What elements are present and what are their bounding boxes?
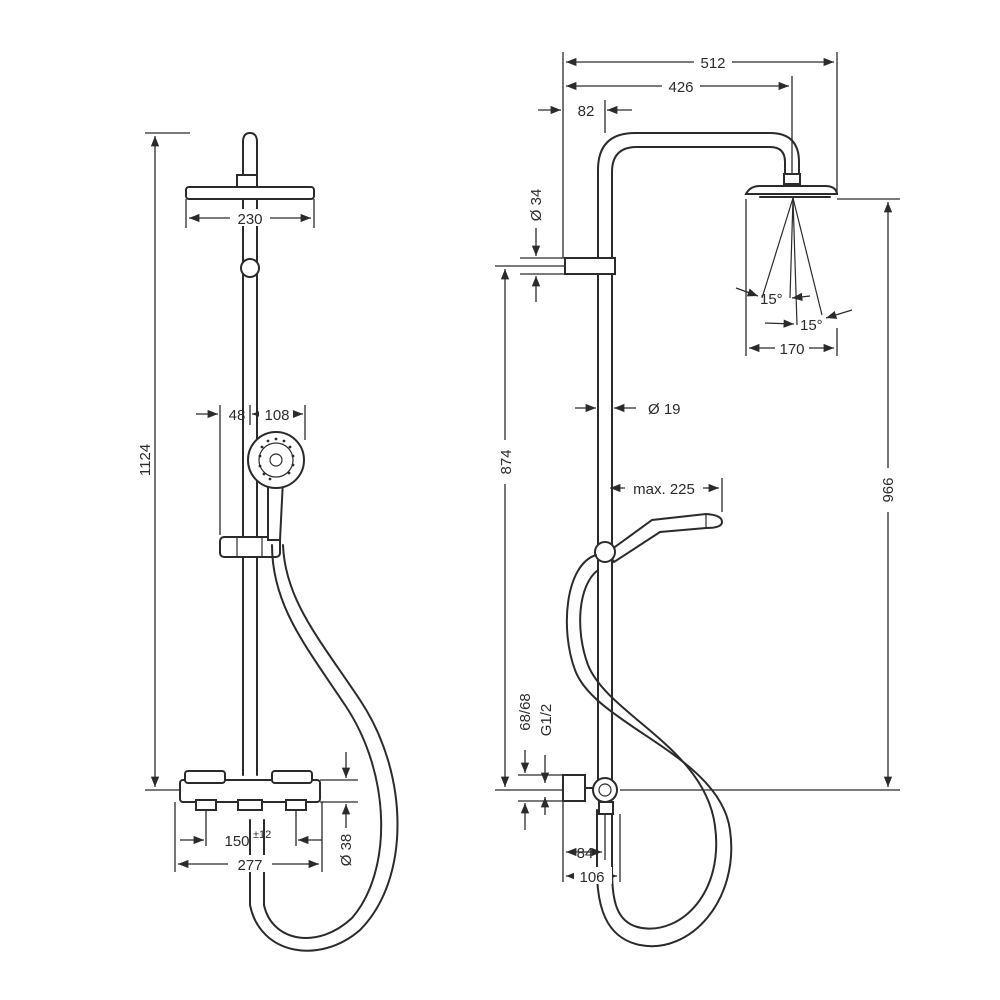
dim-label-48: 48	[229, 407, 246, 424]
dim-label-874: 874	[498, 449, 515, 474]
dim-label-1124: 1124	[137, 444, 154, 476]
diverter-joint	[592, 777, 618, 803]
wall-connection	[562, 774, 586, 802]
shower-arm-outer	[597, 132, 800, 259]
head-swivel	[783, 173, 801, 185]
dim-label-230: 230	[237, 211, 262, 228]
rail-joint	[240, 258, 260, 278]
spray-nozzles	[258, 437, 295, 481]
dim-label-996: 996	[879, 477, 896, 502]
thermostat-knob-right	[271, 770, 313, 784]
dim-label-170: 170	[779, 341, 804, 358]
dim-label-277: 277	[237, 857, 262, 874]
overhead-shower-side	[744, 185, 839, 195]
overhead-shower-front	[185, 186, 315, 200]
hand-shower-holder	[219, 536, 281, 558]
dim-label-108: 108	[264, 407, 289, 424]
hose-front-inner	[263, 544, 383, 939]
dim-label-512: 512	[700, 55, 725, 72]
dim-label-19: Ø 19	[648, 401, 681, 418]
side-view: 512 426 82 Ø 34 874 996 Ø 19	[495, 52, 900, 948]
hand-shower-handle	[267, 479, 285, 541]
wall-connector-right	[285, 799, 307, 811]
hose-side-inner	[579, 569, 718, 930]
dim-label-15b: 15°	[800, 317, 823, 334]
hose-front-outer	[249, 544, 399, 952]
dim-label-225: max. 225	[633, 481, 695, 498]
wall-bracket	[564, 257, 616, 275]
slider-joint	[594, 541, 616, 563]
dim-label-38: Ø 38	[338, 834, 355, 867]
thermostat-knob-left	[184, 770, 226, 784]
dim-label-106: 106	[579, 869, 604, 886]
front-view: 1124 230 48 108 150 ±12 277 Ø 38	[137, 132, 399, 952]
dim-label-34: Ø 34	[528, 189, 545, 222]
hose-side-outer	[565, 554, 733, 948]
dim-label-150: 150	[224, 833, 249, 850]
dim-label-tolerance: ±12	[253, 829, 271, 841]
dim-label-g12: G1/2	[538, 704, 555, 737]
shower-arm-inner	[611, 146, 786, 259]
hand-shower-side	[606, 512, 724, 564]
dim-label-84: 84	[577, 845, 594, 862]
dim-label-82: 82	[578, 103, 595, 120]
dim-label-68: 68/68	[517, 693, 534, 731]
wall-connector-left	[195, 799, 217, 811]
hose-connector-side	[598, 801, 614, 815]
dim-label-426: 426	[668, 79, 693, 96]
dim-label-15a: 15°	[760, 291, 783, 308]
head-connector	[236, 174, 258, 188]
valve-outlet	[237, 799, 263, 811]
riser-top	[242, 132, 258, 176]
